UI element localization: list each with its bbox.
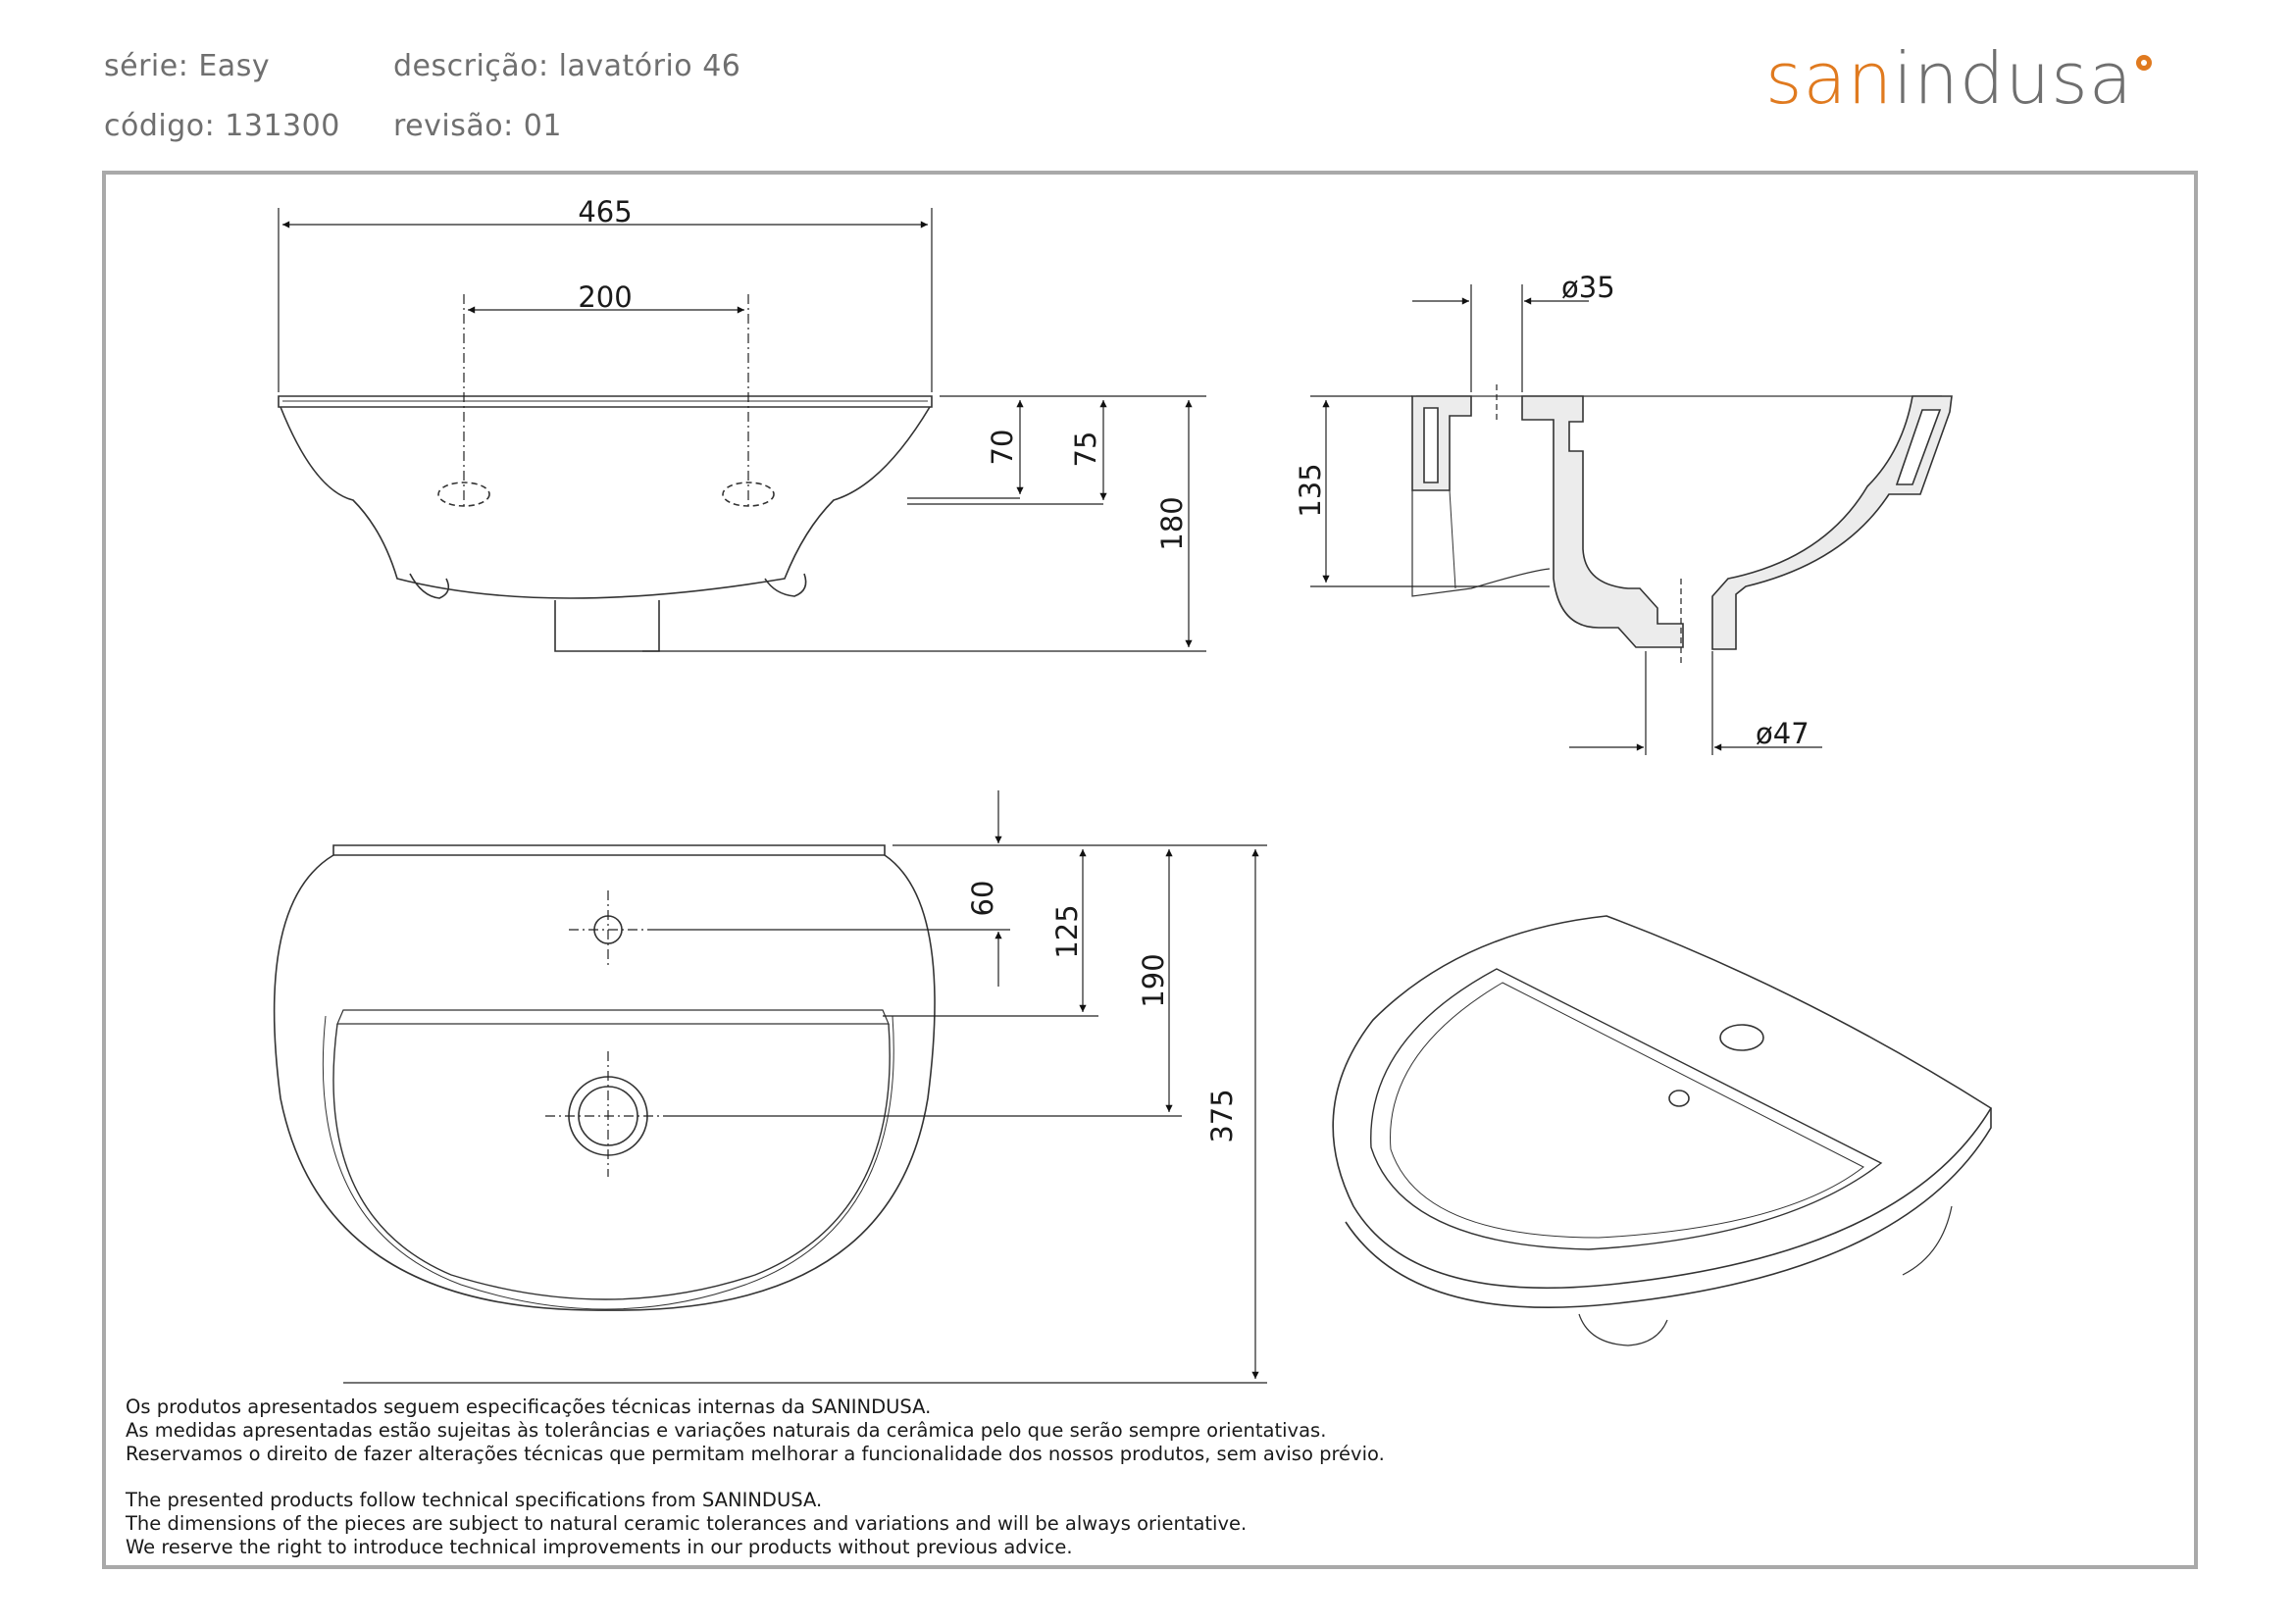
dim-135: 135 xyxy=(1294,463,1327,517)
top-view-dimensions xyxy=(343,790,1267,1384)
logo-mark-icon xyxy=(2136,55,2152,71)
drawing-frame xyxy=(102,171,2198,1569)
dim-d35: ø35 xyxy=(1561,271,1615,304)
serie-label: série: Easy xyxy=(104,49,271,83)
section-view xyxy=(1411,395,1953,650)
descricao-label: descrição: lavatório 46 xyxy=(393,49,741,83)
dim-190: 190 xyxy=(1137,953,1170,1007)
dim-180: 180 xyxy=(1155,496,1189,550)
disclaimer-notes: Os produtos apresentados seguem especifi… xyxy=(126,1396,1385,1559)
dim-125: 125 xyxy=(1050,904,1084,958)
dim-front-width: 465 xyxy=(578,195,632,228)
section-view-dimensions xyxy=(1310,284,1822,755)
note-en-3: We reserve the right to introduce techni… xyxy=(126,1536,1073,1558)
sanindusa-logo: sanindusa xyxy=(1765,37,2133,120)
dim-d47: ø47 xyxy=(1756,717,1810,750)
logo-part-indusa: indusa xyxy=(1893,37,2133,120)
logo-part-san: san xyxy=(1765,37,1894,120)
note-pt-2: As medidas apresentadas estão sujeitas à… xyxy=(126,1419,1327,1442)
note-pt-3: Reservamos o direito de fazer alterações… xyxy=(126,1443,1385,1465)
dim-60: 60 xyxy=(966,881,999,917)
dim-375: 375 xyxy=(1205,1089,1239,1142)
front-view-dimensions xyxy=(278,208,1206,652)
dim-70: 70 xyxy=(986,430,1019,466)
note-pt-1: Os produtos apresentados seguem especifi… xyxy=(126,1396,932,1418)
top-view xyxy=(273,844,936,1311)
note-en-1: The presented products follow technical … xyxy=(126,1489,823,1511)
codigo-label: código: 131300 xyxy=(104,109,340,143)
dim-tap-spacing: 200 xyxy=(578,280,632,314)
note-en-2: The dimensions of the pieces are subject… xyxy=(126,1512,1248,1535)
revisao-label: revisão: 01 xyxy=(393,109,562,143)
front-view xyxy=(278,395,933,652)
dim-75: 75 xyxy=(1069,431,1102,468)
perspective-view xyxy=(1332,915,1993,1346)
